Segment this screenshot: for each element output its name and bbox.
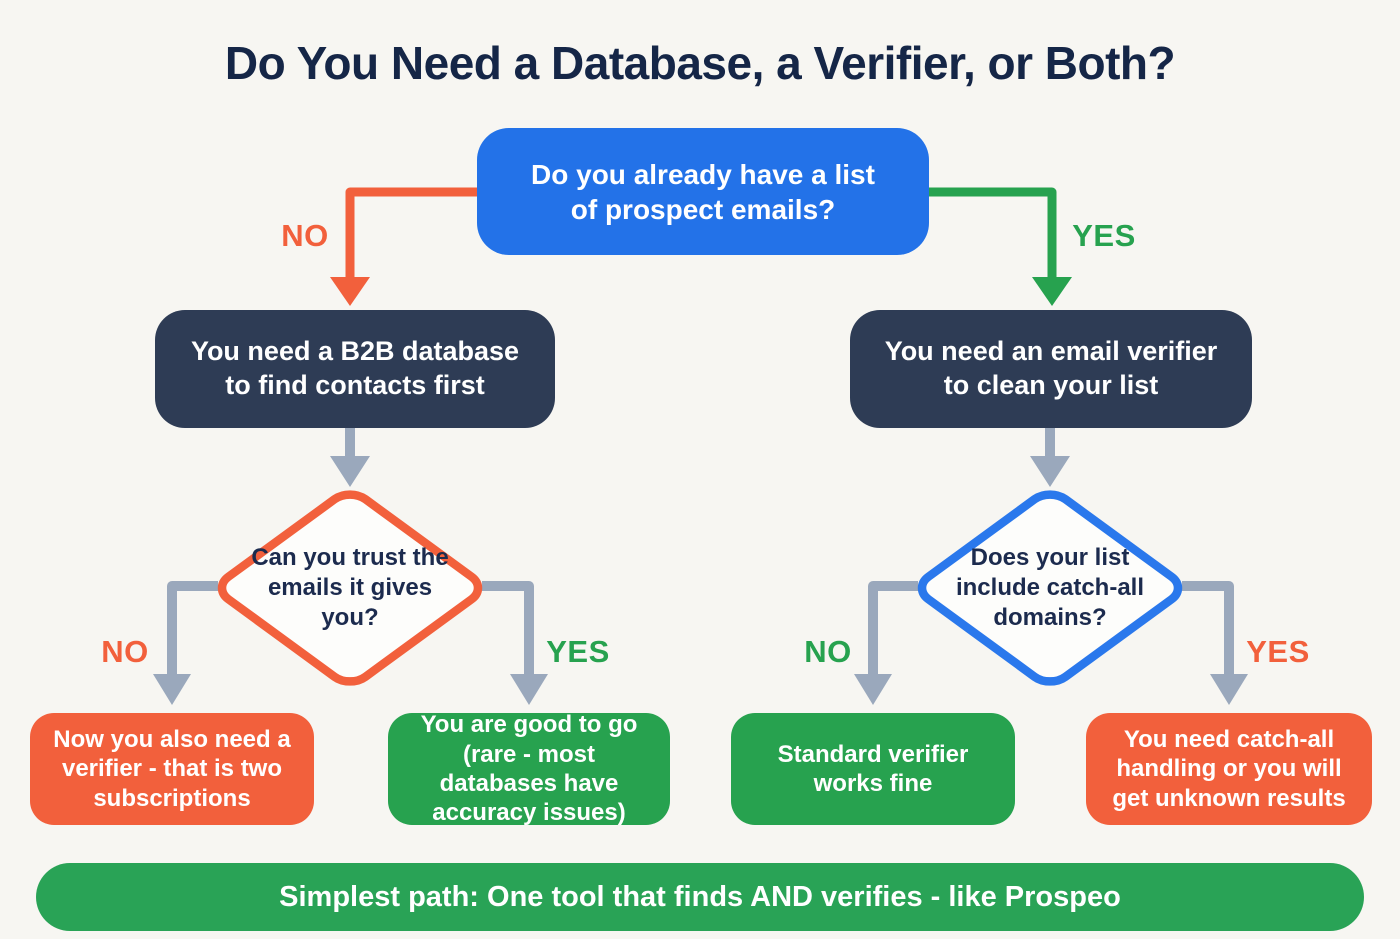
edge-left-result-to-decision-arrow	[330, 428, 370, 487]
outcome-box-catch-all-handling: You need catch-all handling or you will …	[1086, 713, 1372, 825]
edge-root-yes-arrow	[929, 187, 1072, 306]
edge-label-left-no: NO	[101, 634, 149, 669]
outcome-box-good-to-go: You are good to go (rare - most database…	[388, 711, 670, 826]
outcome-box-two-subscriptions: Now you also need a verifier - that is t…	[30, 713, 314, 825]
outcome-box-standard-verifier: Standard verifier works fine	[731, 713, 1015, 825]
left-result-box: You need a B2B database to find contacts…	[155, 310, 555, 428]
edge-right-result-to-decision-arrow	[1030, 428, 1070, 487]
edge-left-yes-arrow	[482, 581, 548, 705]
root-question-box: Do you already have a list of prospect e…	[477, 128, 929, 255]
left-decision-diamond	[213, 488, 487, 688]
footer-banner: Simplest path: One tool that finds AND v…	[36, 863, 1364, 931]
edge-root-no-arrow	[330, 187, 477, 306]
right-decision-diamond	[913, 488, 1187, 688]
right-result-box: You need an email verifier to clean your…	[850, 310, 1252, 428]
edge-right-yes-arrow	[1182, 581, 1248, 705]
page-title: Do You Need a Database, a Verifier, or B…	[224, 37, 1176, 89]
edge-label-right-yes: YES	[1246, 634, 1310, 669]
edge-label-left-yes: YES	[546, 634, 610, 669]
edge-right-no-arrow	[854, 581, 918, 705]
edge-label-right-no: NO	[804, 634, 852, 669]
left-decision-text: Can you trust the emails it gives you?	[251, 544, 449, 631]
edge-label-root-yes: YES	[1072, 218, 1136, 253]
right-decision-text: Does your list include catch-all domains…	[955, 544, 1145, 631]
edge-label-root-no: NO	[281, 218, 329, 253]
edge-left-no-arrow	[153, 581, 218, 705]
